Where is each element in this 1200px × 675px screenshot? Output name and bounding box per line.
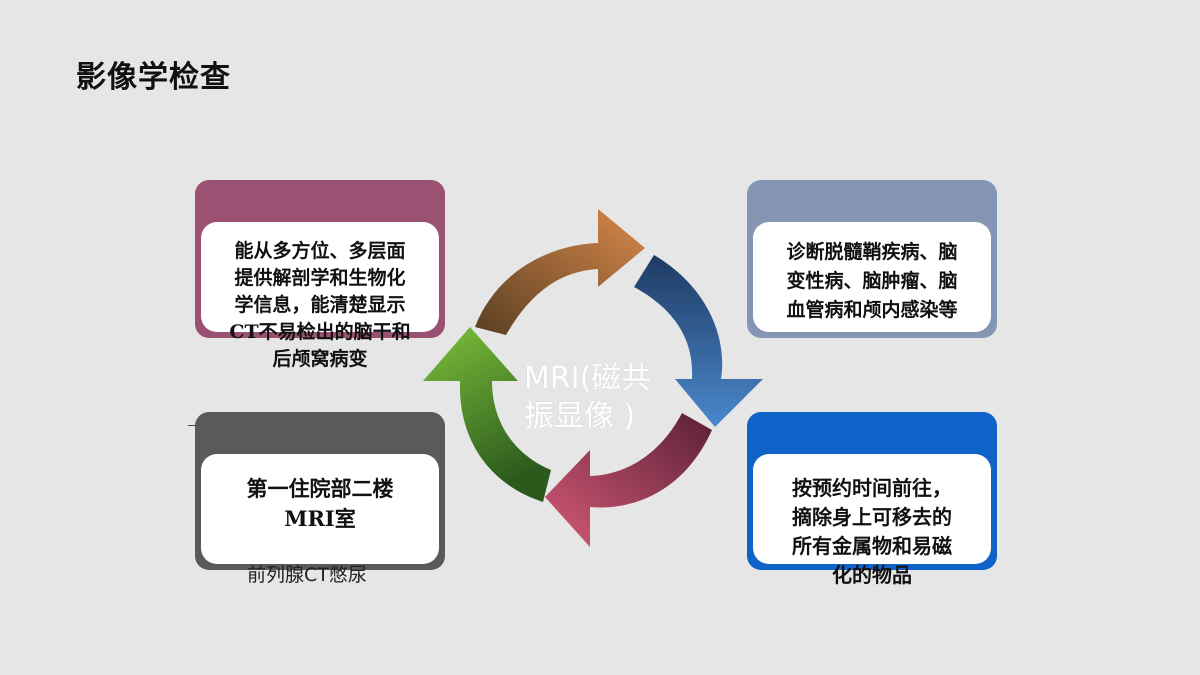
- divider-tick: [188, 425, 196, 426]
- card-top-right-inner: [753, 222, 991, 332]
- card-top-right: [747, 180, 997, 338]
- arrow-red: [545, 413, 712, 547]
- card-bottom-right: [747, 412, 997, 570]
- card-bottom-right-text: 按预约时间前往， 摘除身上可移去的 所有金属物和易磁 化的物品: [792, 476, 952, 587]
- card-top-left: [195, 180, 445, 338]
- card-top-left-text: 能从多方位、多层面 提供解剖学和生物化 学信息，能清楚显示 CT不易检出的脑干和…: [229, 240, 411, 370]
- card-bottom-left-text: 第一住院部二楼 MRI室: [246, 476, 394, 531]
- arrow-orange: [475, 209, 645, 335]
- arrow-green: [423, 327, 551, 502]
- card-bottom-left-inner: [201, 454, 439, 564]
- page-title: 影像学检查: [76, 60, 231, 95]
- card-top-left-inner: [201, 222, 439, 332]
- card-bottom-left: [195, 412, 445, 570]
- card-top-right-text: 诊断脱髓鞘疾病、脑 变性病、脑肿瘤、脑 血管病和颅内感染等: [786, 241, 958, 321]
- note-text: 前列腺CT憋尿: [247, 564, 367, 586]
- center-label: MRI(磁共 振显像 ): [524, 361, 652, 434]
- cycle-diagram: [423, 209, 763, 547]
- card-bottom-right-inner: [753, 454, 991, 564]
- arrow-blue: [634, 255, 763, 427]
